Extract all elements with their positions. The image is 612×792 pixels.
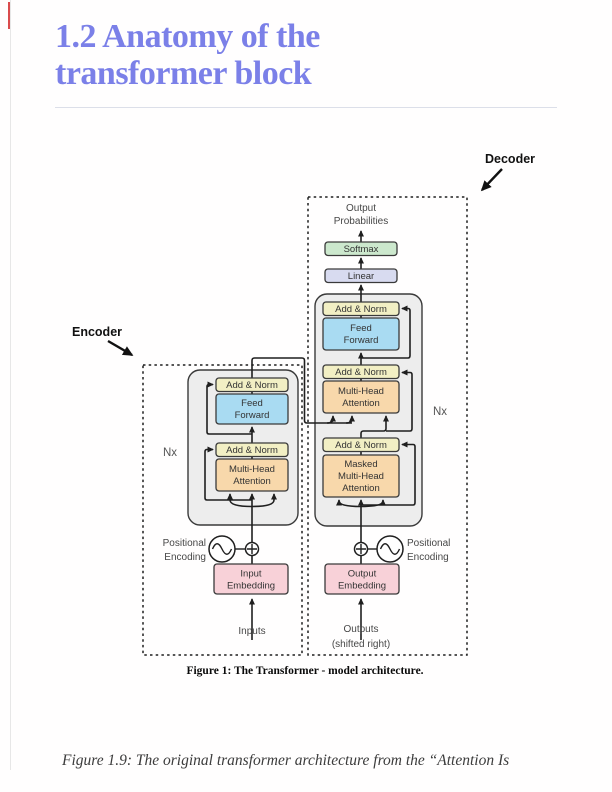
masked-mha-label3: Attention — [342, 483, 380, 494]
encoder-feed-forward-label2: Forward — [235, 410, 270, 421]
decoder-callout-arrow — [480, 168, 503, 192]
output-probabilities-label2: Probabilities — [334, 216, 388, 227]
decoder-add-norm-3-box — [322, 437, 400, 453]
encoder-layer-boxes: Add & Norm Feed Forward Add & Norm Multi… — [215, 377, 289, 492]
embedding-boxes: Input Embedding Output Embedding — [213, 563, 400, 595]
input-embedding-label2: Embedding — [227, 581, 275, 592]
encoder-add-norm-2-label: Add & Norm — [226, 445, 278, 456]
masked-mha-label2: Multi-Head — [338, 471, 384, 482]
positional-encoding-symbols — [208, 535, 404, 563]
decoder-feed-forward-label2: Forward — [344, 335, 379, 346]
input-embedding-label1: Input — [240, 569, 261, 580]
decoder-mha-label2: Attention — [342, 398, 380, 409]
output-embedding-box — [324, 563, 400, 595]
softmax-box — [324, 241, 398, 257]
output-embedding-label2: Embedding — [338, 581, 386, 592]
masked-mha-label1: Masked — [344, 459, 377, 470]
encoder-dashed-box — [142, 364, 303, 656]
decoder-feed-forward-box — [322, 317, 400, 351]
decoder-mha-label1: Multi-Head — [338, 386, 384, 397]
left-margin-rule — [10, 0, 11, 770]
encoder-mha-label2: Attention — [233, 476, 271, 487]
output-embedding-label1: Output — [348, 569, 377, 580]
book-figure-caption: Figure 1.9: The original transformer arc… — [62, 752, 510, 769]
encoder-add-norm-2-box — [215, 442, 289, 458]
encoder-add-norm-1-box — [215, 377, 289, 393]
encoder-feed-forward-box — [215, 393, 289, 425]
softmax-label: Softmax — [344, 244, 379, 255]
output-probabilities-label1: Output — [346, 203, 376, 214]
encoder-nx-label: Nx — [163, 447, 177, 459]
outputs-label2: (shifted right) — [332, 639, 390, 650]
decoder-add-norm-3-label: Add & Norm — [335, 440, 387, 451]
encoder-multi-head-attention-box — [215, 458, 289, 492]
section-heading-line2: transformer block — [55, 55, 312, 92]
figure-1-caption: Figure 1: The Transformer - model archit… — [186, 665, 423, 677]
heading-underline — [55, 107, 557, 108]
decoder-nx-label: Nx — [433, 406, 447, 418]
decoder-output-head: Softmax Linear — [324, 241, 398, 284]
positional-encoding-right-label2: Encoding — [407, 552, 449, 563]
encoder-callout-arrow — [107, 339, 134, 357]
masked-multi-head-attention-box — [322, 454, 400, 498]
encoder-add-norm-1-label: Add & Norm — [226, 380, 278, 391]
page-edge-red-accent — [8, 2, 11, 29]
decoder-add-norm-1-box — [322, 301, 400, 317]
decoder-multi-head-attention-box — [322, 380, 400, 414]
encoder-callout-label: Encoder — [72, 325, 122, 339]
decoder-add-norm-1-label: Add & Norm — [335, 304, 387, 315]
decoder-add-norm-2-box — [322, 364, 400, 380]
section-heading-line1: 1.2 Anatomy of the — [55, 18, 320, 55]
encoder-mha-label1: Multi-Head — [229, 464, 275, 475]
input-embedding-box — [213, 563, 289, 595]
inputs-label: Inputs — [238, 626, 265, 637]
positional-encoding-left-label2: Encoding — [164, 552, 206, 563]
positional-encoding-left-label1: Positional — [163, 538, 206, 549]
decoder-layer-boxes: Add & Norm Feed Forward Add & Norm Multi… — [322, 301, 400, 498]
encoder-feed-forward-label1: Feed — [241, 398, 263, 409]
outputs-label1: Outputs — [343, 624, 378, 635]
decoder-dashed-box — [307, 196, 468, 656]
decoder-feed-forward-label1: Feed — [350, 323, 372, 334]
positional-encoding-right-label1: Positional — [407, 538, 450, 549]
section-heading: 1.2 Anatomy of the transformer block — [55, 18, 575, 92]
decoder-add-norm-2-label: Add & Norm — [335, 367, 387, 378]
linear-box — [324, 268, 398, 284]
linear-label: Linear — [348, 271, 374, 282]
flow-lines — [204, 230, 416, 640]
decoder-callout-label: Decoder — [485, 152, 535, 166]
